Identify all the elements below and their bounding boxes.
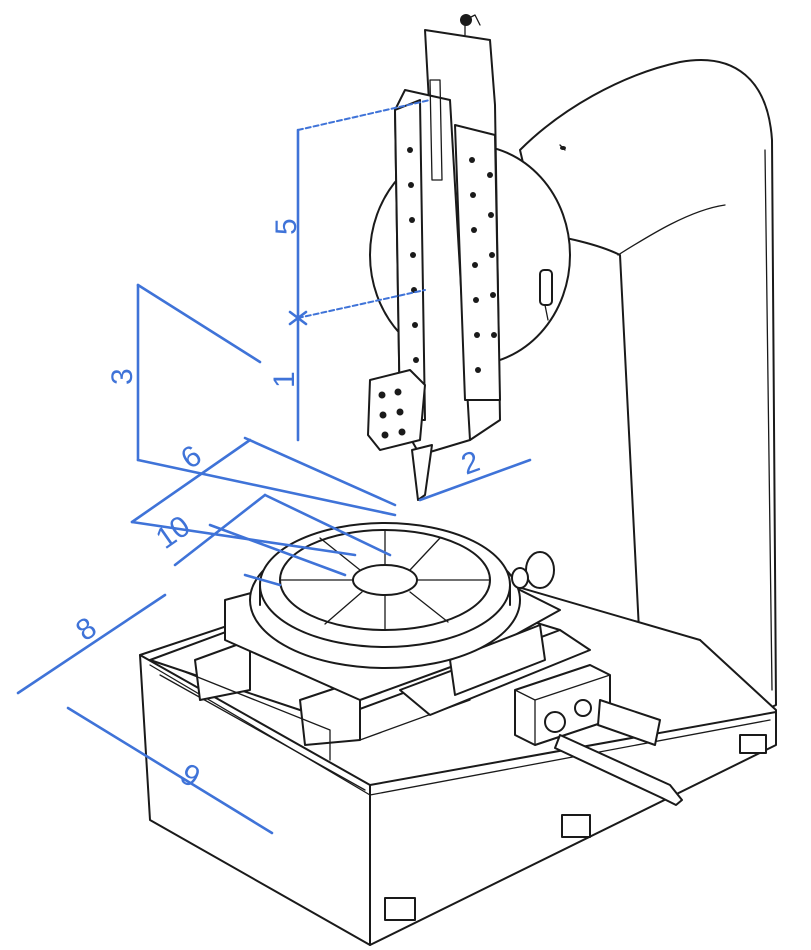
label-10: 10 [150,510,196,556]
label-5: 5 [270,218,303,235]
vertical-ram [367,14,501,501]
label-8: 8 [70,611,103,648]
dimension-lines [16,99,532,835]
label-2: 2 [457,445,484,482]
label-1: 1 [268,371,301,388]
slide-rivets [407,147,497,373]
label-3: 3 [106,368,139,385]
feed-screw [514,664,683,806]
machine-column [519,59,777,741]
